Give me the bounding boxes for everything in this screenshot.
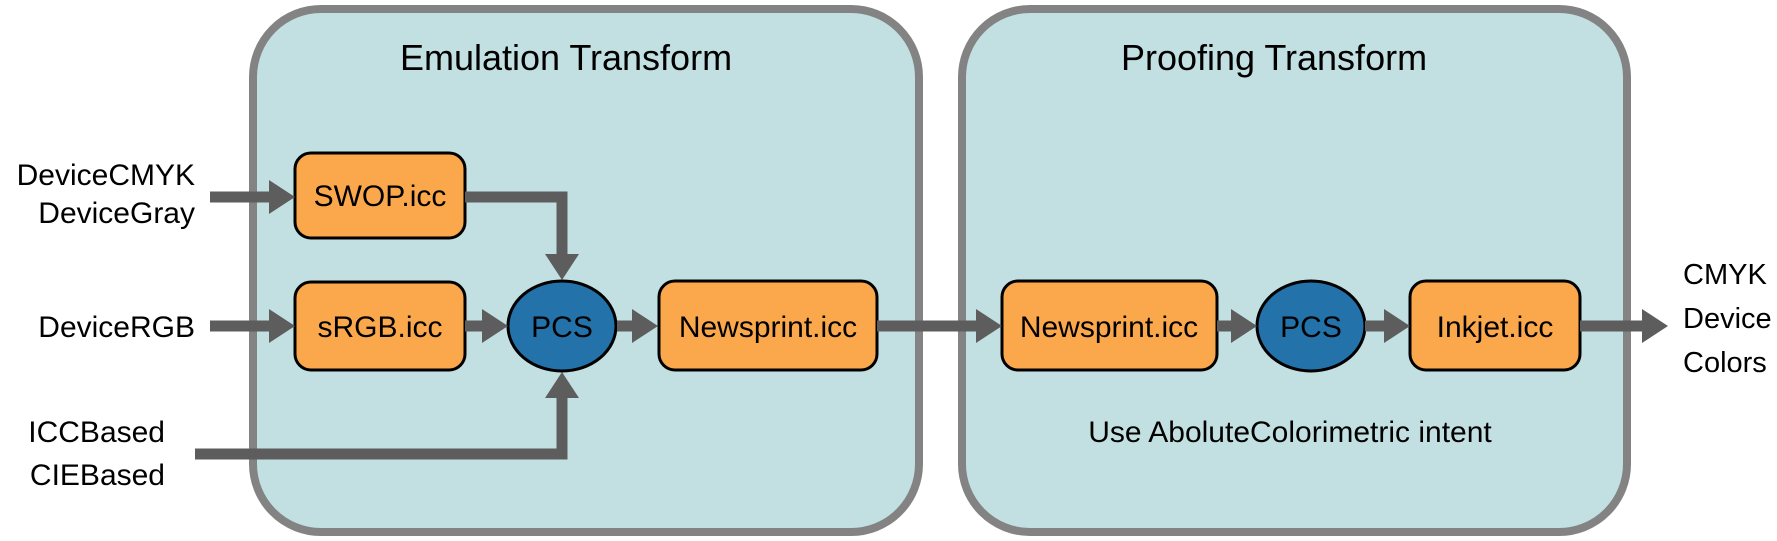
srgb-node-label: sRGB.icc <box>317 311 442 344</box>
input-label-devicegray: DeviceGray <box>38 197 195 230</box>
arrow-head <box>976 309 1002 343</box>
inkjet-node-label: Inkjet.icc <box>1437 311 1554 344</box>
arrow-swop-to-pcs-elbow <box>465 191 568 256</box>
pcs-proofing-label: PCS <box>1280 311 1342 344</box>
input-label-devicergb: DeviceRGB <box>38 311 195 344</box>
arrow-head <box>269 180 295 214</box>
output-label-line1: CMYK <box>1683 259 1767 291</box>
input-label-iccbased: ICCBased <box>28 416 165 449</box>
pcs-emulation-label: PCS <box>531 311 593 344</box>
arrow-head <box>482 309 508 343</box>
emulation-title: Emulation Transform <box>400 37 732 78</box>
swop-node-label: SWOP.icc <box>314 180 447 213</box>
output-label-line2: Device <box>1683 303 1772 335</box>
arrow-head <box>1642 309 1668 343</box>
arrow-head <box>545 372 579 398</box>
newsprint-proofing-label: Newsprint.icc <box>1020 311 1198 344</box>
arrow-head <box>545 254 579 280</box>
arrow-shaft <box>465 191 568 256</box>
proofing-note: Use AboluteColorimetric intent <box>1088 416 1492 449</box>
arrow-head <box>269 309 295 343</box>
input-label-devicecmyk: DeviceCMYK <box>17 159 195 192</box>
containers <box>249 5 1631 536</box>
input-label-ciebased: CIEBased <box>30 459 165 492</box>
arrows <box>195 180 1668 460</box>
arrow-head <box>632 309 658 343</box>
emulation-container <box>249 5 923 536</box>
proofing-title: Proofing Transform <box>1121 37 1427 78</box>
arrow-heads <box>269 180 1668 398</box>
arrow-head <box>1384 309 1410 343</box>
arrow-iccbased-to-pcs-elbow <box>195 396 568 460</box>
arrow-shaft <box>195 396 568 460</box>
output-label-line3: Colors <box>1683 347 1767 379</box>
proofing-container <box>958 5 1631 536</box>
arrow-head <box>1231 309 1257 343</box>
newsprint-emulation-label: Newsprint.icc <box>679 311 857 344</box>
